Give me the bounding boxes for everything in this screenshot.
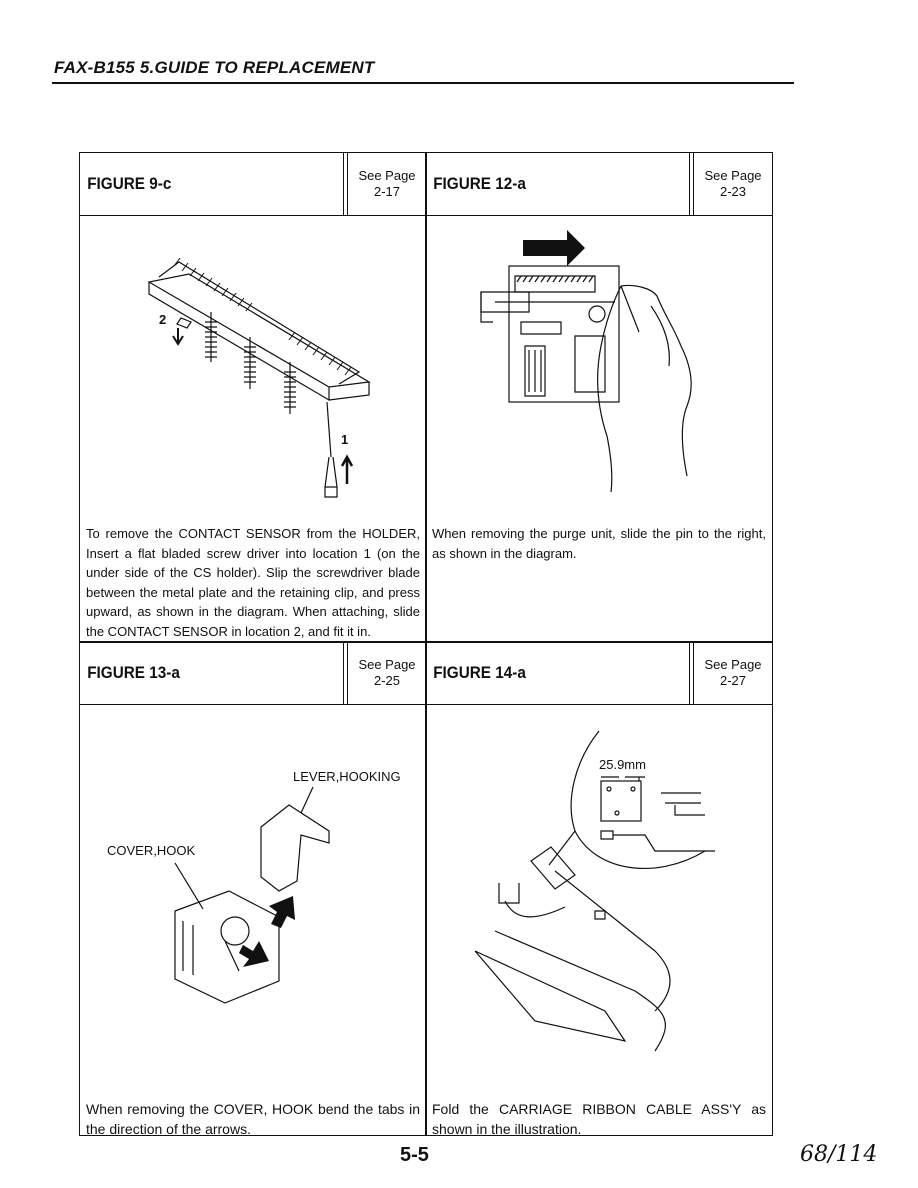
see-page-number: 2-25 [373,673,401,688]
figure-13a-header: FIGURE 13-a See Page 2-25 [79,641,427,705]
callout-2: 2 [159,312,166,327]
see-page-label: See Page [358,168,416,183]
figure-14a-caption: Fold the CARRIAGE RIBBON CABLE ASS'Y as … [432,1101,766,1137]
figure-13a-title: FIGURE 13-a [87,663,180,682]
see-page-label: See Page [704,168,762,183]
figure-9c-illustration: 2 1 [147,257,371,498]
header-separator [689,153,694,215]
dimension-label: 25.9mm [599,757,646,772]
arrow-icon [239,941,269,967]
figure-9c-title: FIGURE 9-c [87,174,172,193]
see-page-label: See Page [704,657,762,672]
figure-9c-caption: To remove the CONTACT SENSOR from the HO… [86,526,420,639]
figure-12a-see-page: See Page 2-23 [694,168,772,200]
figure-13a-illustration: LEVER,HOOKING COVER,HOOK [107,769,401,1004]
header-separator [689,642,694,704]
handwritten-page-note: 68/114 [800,1142,878,1167]
label-cover-hook: COVER,HOOK [107,843,195,858]
header-separator [343,642,348,704]
figure-12a-title: FIGURE 12-a [433,174,526,193]
figure-12a-header: FIGURE 12-a See Page 2-23 [425,152,773,216]
page-number: 5-5 [400,1144,429,1166]
see-page-number: 2-27 [719,673,747,688]
figure-grid: FIGURE 9-c See Page 2-17 [79,152,773,1137]
figure-14a-header: FIGURE 14-a See Page 2-27 [425,641,773,705]
down-arrow-icon [172,328,184,346]
figure-9c-header: FIGURE 9-c See Page 2-17 [79,152,427,216]
arrow-icon [269,896,295,928]
figure-14a-see-page: See Page 2-27 [694,657,772,689]
figure-12a-illustration [480,230,692,493]
figure-9c-cell: FIGURE 9-c See Page 2-17 [79,152,427,643]
figure-12a-cell: FIGURE 12-a See Page 2-23 [425,152,773,643]
see-page-number: 2-17 [373,184,401,199]
figure-13a-see-page: See Page 2-25 [348,657,426,689]
up-arrow-icon [340,454,354,484]
right-arrow-icon [523,230,585,266]
figure-9c-see-page: See Page 2-17 [348,168,426,200]
callout-1: 1 [341,432,348,447]
figure-14a-cell: FIGURE 14-a See Page 2-27 25.9mm [425,641,773,1137]
figure-13a-cell: FIGURE 13-a See Page 2-25 LEVER,HOOKING … [79,641,427,1137]
label-lever-hooking: LEVER,HOOKING [293,769,401,784]
header-separator [343,153,348,215]
see-page-label: See Page [358,657,416,672]
figure-14a-illustration: 25.9mm [474,730,715,1052]
header-rule [52,82,794,84]
see-page-number: 2-23 [719,184,747,199]
figure-14a-title: FIGURE 14-a [433,663,526,682]
figure-13a-caption: When removing the COVER, HOOK bend the t… [86,1101,420,1137]
figure-12a-caption: When removing the purge unit, slide the … [432,526,766,561]
page-header-title: FAX-B155 5.GUIDE TO REPLACEMENT [54,58,375,77]
